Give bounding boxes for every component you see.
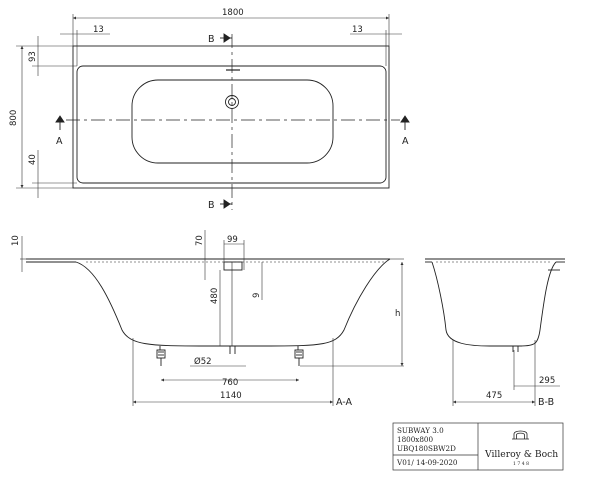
dim-h: h (395, 309, 400, 319)
dim-bottom-rim: 40 (28, 154, 38, 165)
product-code: UBQ180SBW2D (397, 444, 456, 453)
brand-logo-icon (512, 430, 529, 440)
tub-outline (72, 45, 390, 189)
dim-waste-diameter: Ø52 (194, 356, 212, 367)
dim-feet-760: 760 (222, 378, 238, 388)
dim-side-475: 475 (486, 391, 502, 401)
product-size: 1800x800 (397, 435, 433, 444)
brand-established: 1748 (513, 461, 530, 467)
tub-basin (131, 79, 334, 164)
section-a-right: A (402, 136, 409, 147)
section-markers (55, 33, 410, 209)
dim-height-800: 800 (9, 110, 19, 126)
side-dimensions (452, 340, 560, 406)
product-name: SUBWAY 3.0 (397, 426, 444, 435)
front-dimensions (20, 230, 404, 406)
brand-name: Villeroy & Boch (484, 449, 558, 460)
dim-70: 70 (195, 235, 205, 246)
dim-right-rim: 13 (352, 25, 363, 35)
dim-left-rim: 13 (93, 25, 104, 35)
section-label-aa: A-A (336, 397, 353, 408)
dim-width-1800: 1800 (222, 8, 244, 18)
side-section (425, 258, 565, 352)
top-dimensions (16, 14, 402, 198)
dim-bottom-1140: 1140 (220, 391, 242, 401)
side-section-profile (431, 261, 557, 347)
section-label-bb: B-B (538, 397, 554, 408)
drawing-version: V01/ 14-09-2020 (396, 458, 458, 467)
front-section-profile (75, 258, 391, 347)
foot-left (156, 346, 166, 366)
tub-inner-rim (76, 65, 387, 184)
title-block (392, 422, 564, 471)
dim-depth-480: 480 (210, 288, 220, 304)
front-section (26, 258, 391, 366)
section-b-top: B (208, 34, 215, 45)
dim-top-rim: 93 (28, 51, 38, 62)
section-b-bottom: B (208, 200, 215, 211)
dim-99: 99 (227, 235, 238, 245)
section-a-left: A (56, 136, 63, 147)
dim-9: 9 (252, 293, 262, 298)
dim-rim-10: 10 (11, 235, 21, 246)
foot-right (294, 346, 304, 366)
top-view (66, 34, 400, 210)
dim-side-295: 295 (539, 376, 555, 386)
